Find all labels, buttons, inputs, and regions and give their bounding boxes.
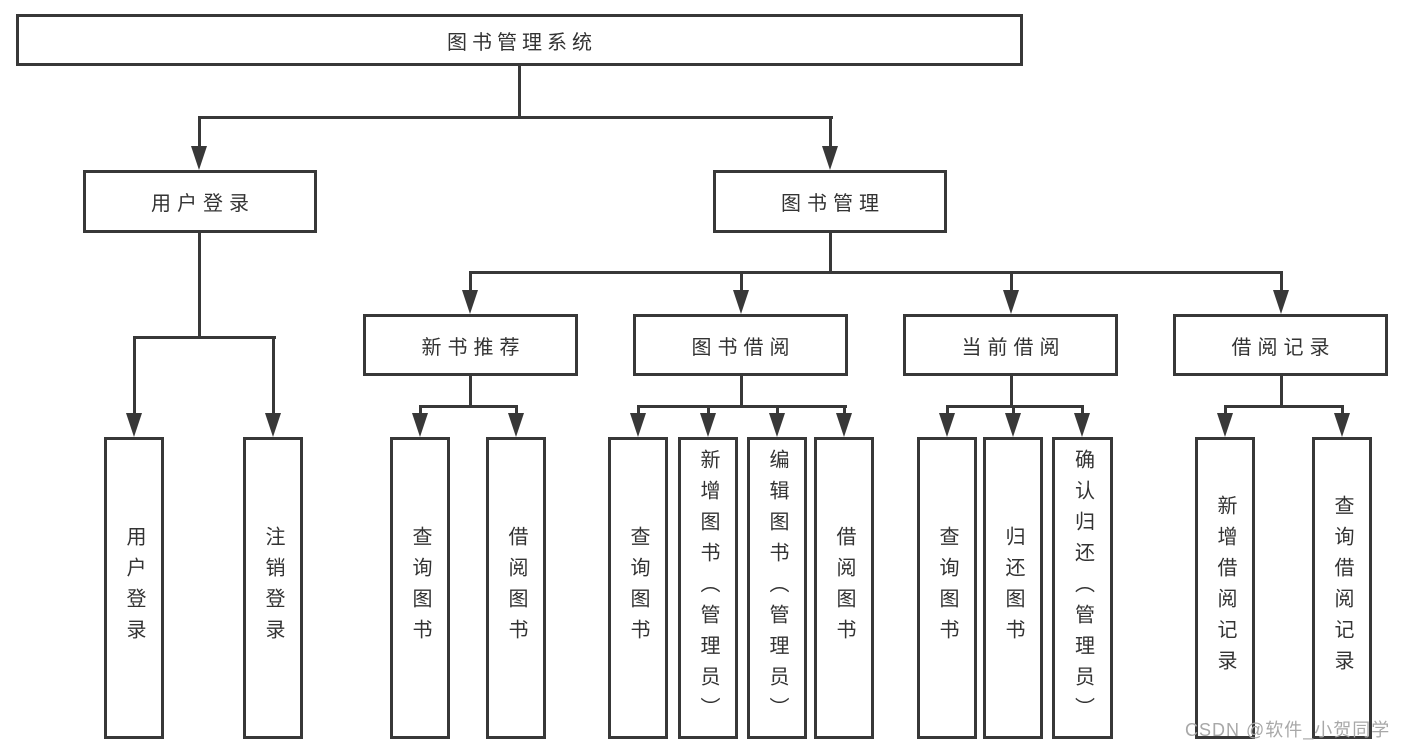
- connector-user-login-trunk: [198, 233, 201, 336]
- connector-to-user-login-leaf: [133, 336, 136, 415]
- node-root-library-system: 图书管理系统: [16, 14, 1023, 66]
- leaf-cb-confirm-return-admin: 确认归还（管理员）: [1052, 437, 1113, 739]
- arrow-down-icon: [265, 413, 281, 437]
- connector-user-login-split: [133, 336, 276, 339]
- arrow-down-icon: [412, 413, 428, 437]
- arrow-down-icon: [1334, 413, 1350, 437]
- connector-level1-split: [198, 116, 833, 119]
- arrow-down-icon: [630, 413, 646, 437]
- node-user-login: 用户登录: [83, 170, 317, 233]
- node-book-borrow: 图书借阅: [633, 314, 848, 376]
- connector-leaf-line: [1012, 405, 1015, 417]
- arrow-down-icon: [1005, 413, 1021, 437]
- arrow-down-icon: [836, 413, 852, 437]
- leaf-br-add-borrow-record: 新增借阅记录: [1195, 437, 1255, 739]
- arrow-down-icon: [700, 413, 716, 437]
- connector-leaf-line: [1081, 405, 1084, 417]
- leaf-bb-borrow-books: 借阅图书: [814, 437, 874, 739]
- connector-book-borrow-split: [637, 405, 847, 408]
- connector-new-book-split: [419, 405, 518, 408]
- connector-current-borrow-split: [946, 405, 1084, 408]
- connector-borrow-records-trunk: [1280, 376, 1283, 408]
- connector-root-trunk: [518, 64, 521, 118]
- leaf-bb-edit-books-admin: 编辑图书（管理员）: [747, 437, 807, 739]
- arrow-down-icon: [939, 413, 955, 437]
- arrow-down-icon: [1003, 290, 1019, 314]
- connector-to-book-management: [829, 116, 832, 148]
- connector-to-new-book-recommend: [469, 271, 472, 293]
- leaf-logout: 注销登录: [243, 437, 303, 739]
- arrow-down-icon: [822, 146, 838, 170]
- connector-leaf-line: [1224, 405, 1227, 417]
- arrow-down-icon: [1074, 413, 1090, 437]
- leaf-nb-query-books: 查询图书: [390, 437, 450, 739]
- leaf-cb-query-books: 查询图书: [917, 437, 977, 739]
- connector-leaf-line: [419, 405, 422, 417]
- connector-leaf-line: [515, 405, 518, 417]
- connector-leaf-line: [946, 405, 949, 417]
- leaf-nb-borrow-books: 借阅图书: [486, 437, 546, 739]
- arrow-down-icon: [1273, 290, 1289, 314]
- node-new-book-recommend: 新书推荐: [363, 314, 578, 376]
- csdn-watermark: CSDN @软件_小贺同学: [1185, 720, 1391, 740]
- node-borrow-records: 借阅记录: [1173, 314, 1388, 376]
- arrow-down-icon: [191, 146, 207, 170]
- leaf-user-login: 用户登录: [104, 437, 164, 739]
- leaf-bb-query-books: 查询图书: [608, 437, 668, 739]
- connector-current-borrow-trunk: [1010, 376, 1013, 408]
- connector-leaf-line: [707, 405, 710, 417]
- arrow-down-icon: [508, 413, 524, 437]
- leaf-bb-add-books-admin: 新增图书（管理员）: [678, 437, 738, 739]
- connector-level2-split: [469, 271, 1283, 274]
- node-book-management: 图书管理: [713, 170, 947, 233]
- leaf-br-query-borrow-record: 查询借阅记录: [1312, 437, 1372, 739]
- connector-new-book-trunk: [469, 376, 472, 408]
- connector-book-borrow-trunk: [740, 376, 743, 408]
- connector-to-current-borrow: [1010, 271, 1013, 293]
- connector-to-user-login: [198, 116, 201, 148]
- arrow-down-icon: [733, 290, 749, 314]
- connector-to-book-borrow: [740, 271, 743, 293]
- connector-book-management-trunk: [829, 233, 832, 274]
- connector-leaf-line: [843, 405, 846, 417]
- connector-to-borrow-records: [1280, 271, 1283, 293]
- connector-borrow-records-split: [1224, 405, 1344, 408]
- connector-to-logout-leaf: [272, 336, 275, 415]
- connector-leaf-line: [637, 405, 640, 417]
- arrow-down-icon: [126, 413, 142, 437]
- connector-leaf-line: [1341, 405, 1344, 417]
- leaf-cb-return-books: 归还图书: [983, 437, 1043, 739]
- arrow-down-icon: [462, 290, 478, 314]
- node-current-borrow: 当前借阅: [903, 314, 1118, 376]
- arrow-down-icon: [1217, 413, 1233, 437]
- arrow-down-icon: [769, 413, 785, 437]
- connector-leaf-line: [776, 405, 779, 417]
